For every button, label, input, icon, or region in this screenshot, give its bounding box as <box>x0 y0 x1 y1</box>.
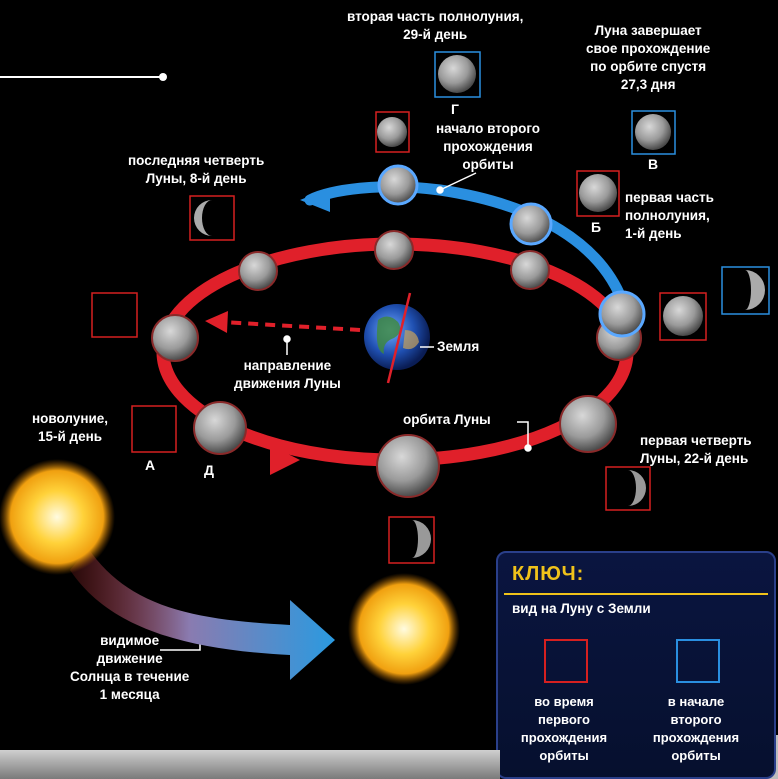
key-swatch-blue <box>676 639 720 683</box>
sun-start <box>0 459 115 575</box>
phase-box-red <box>91 292 138 338</box>
phase-box-red <box>388 516 435 564</box>
key-subtitle: вид на Луну с Земли <box>512 601 651 616</box>
label-direction: направление движения Луны <box>234 358 341 391</box>
phase-boxes-second-orbit <box>434 51 770 315</box>
key-caption-blue: в начале второго прохождения орбиты <box>652 694 740 763</box>
earth-land <box>403 330 419 350</box>
sun-motion-arrow <box>70 548 335 680</box>
phase-boxes-first-orbit <box>91 111 707 564</box>
second-orbit-arrowhead <box>300 188 330 212</box>
phase-box-blue <box>631 110 676 155</box>
leader-dot <box>436 186 444 194</box>
letter-d: Д <box>204 462 214 478</box>
phase-box-red <box>605 466 651 511</box>
key-title: КЛЮЧ: <box>512 563 585 585</box>
letter-v: В <box>648 156 659 172</box>
phase-box-red <box>189 195 235 241</box>
earth-globe <box>364 304 430 370</box>
second-orbit-moon <box>377 164 419 206</box>
direction-dashed-arrow <box>221 320 361 332</box>
phase-moon-crescent <box>628 470 646 506</box>
pointer-dot <box>159 73 167 81</box>
phase-box-blue <box>721 266 770 315</box>
label-moon-orbit: орбита Луны <box>403 412 491 427</box>
label-first-quarter: первая четверть Луны, 22-й день <box>640 433 752 466</box>
label-earth: Земля <box>437 339 480 354</box>
orbit-moons <box>151 230 642 498</box>
leader-dot <box>283 335 291 343</box>
phase-moon <box>438 55 476 93</box>
label-first-full-moon: первая часть полнолуния, 1-й день <box>625 190 714 241</box>
letter-a: А <box>145 457 156 473</box>
second-orbit-moon <box>509 202 553 246</box>
key-swatch-red <box>544 639 588 683</box>
phase-moon-crescent <box>194 200 212 236</box>
orbit-moon <box>374 230 414 270</box>
phase-box-red <box>659 292 707 341</box>
second-orbit-arc <box>304 181 628 306</box>
orbit-moon <box>193 401 247 455</box>
label-last-quarter: последняя четверть Луны, 8-й день <box>128 153 265 186</box>
earth-land <box>376 316 401 354</box>
label-second-orbit-start: начало второго прохождения орбиты <box>436 121 541 172</box>
orbit-moon <box>559 395 617 453</box>
bottom-bar <box>0 750 500 779</box>
phase-moon <box>377 117 407 147</box>
orbit-moon <box>238 251 278 291</box>
phase-box-red <box>576 170 620 217</box>
phase-moon-crescent <box>745 270 765 310</box>
label-sun-motion: видимое движение Солнца в течение 1 меся… <box>70 633 190 702</box>
phase-moon <box>579 174 617 212</box>
second-orbit-moons <box>377 164 646 338</box>
phase-box-blue <box>434 51 481 98</box>
key-panel: КЛЮЧ: вид на Луну с Земли во время перво… <box>496 551 776 779</box>
phase-moon-crescent <box>412 520 431 558</box>
label-orbit-complete: Луна завершает свое прохождение по орбит… <box>586 23 711 92</box>
second-orbit-moon <box>598 290 646 338</box>
direction-arrowhead <box>205 311 228 333</box>
label-second-full-moon: вторая часть полнолуния, 29-й день <box>347 9 524 42</box>
leader-line <box>439 172 477 191</box>
earth-axis <box>386 292 412 384</box>
key-divider <box>504 593 768 595</box>
phase-moon <box>635 114 671 150</box>
key-caption-red: во время первого прохождения орбиты <box>520 694 608 763</box>
leader-dot <box>524 444 532 452</box>
letter-b: Б <box>591 219 602 235</box>
label-new-moon: новолуние, 15-й день <box>32 411 109 444</box>
orbit-arrowhead <box>270 445 300 475</box>
letter-g: Г <box>451 101 459 117</box>
phase-box-red <box>375 111 410 153</box>
phase-box-red <box>131 405 177 453</box>
sun-end <box>348 573 460 685</box>
orbit-moon <box>510 250 550 290</box>
orbit-moon <box>376 434 440 498</box>
leader-line <box>517 421 529 445</box>
orbit-moon <box>151 314 199 362</box>
phase-moon <box>663 296 703 336</box>
